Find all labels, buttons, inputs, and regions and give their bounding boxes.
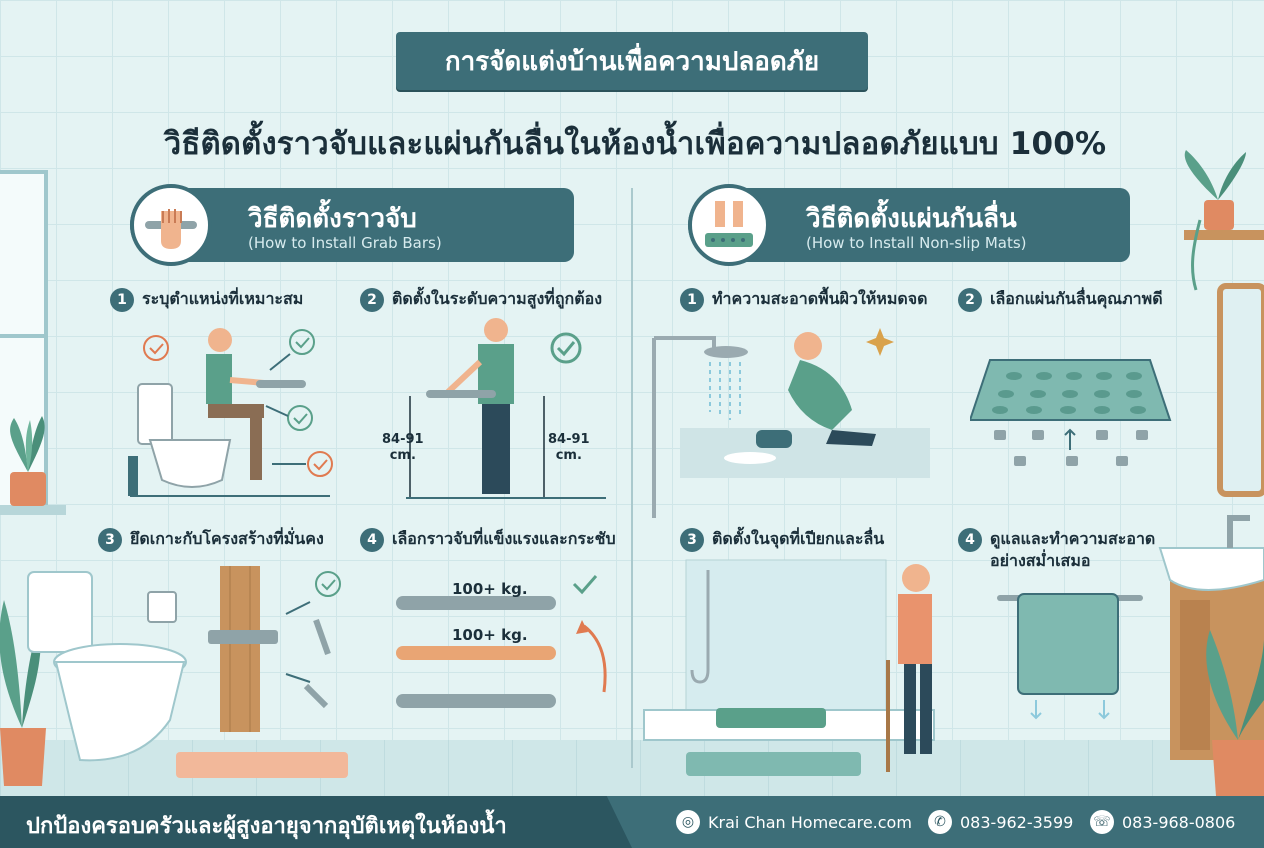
load-label-2: 100+ kg. <box>452 626 528 644</box>
footer-slogan: ปกป้องครอบครัวและผู้สูงอายุจากอุบัติเหตุ… <box>26 814 507 839</box>
step-number: 2 <box>360 288 384 312</box>
mat-step3-illustration <box>643 559 935 776</box>
step3-illustration <box>147 566 341 732</box>
mat-title: วิธีติดตั้งแผ่นกันลื่น <box>806 204 1017 234</box>
step-number: 4 <box>360 528 384 552</box>
mat-step-1: 1 ทำความสะอาดพื้นผิวให้หมดจด <box>680 288 928 312</box>
line-contact[interactable]: ☏ 083-968-0806 <box>1090 810 1235 834</box>
mat-step1-illustration <box>652 328 930 518</box>
globe-icon: ◎ <box>676 810 700 834</box>
toilet-left-icon <box>27 571 187 762</box>
height-label-left: 84-91 cm. <box>382 432 424 463</box>
grab-bar-subtitle: (How to Install Grab Bars) <box>248 234 442 252</box>
mat-section-header: วิธีติดตั้งแผ่นกันลื่น (How to Install N… <box>688 184 1130 266</box>
mat-step-4: 4 ดูแลและทำความสะอาด อย่างสม่ำเสมอ <box>958 528 1155 572</box>
mat-step2-illustration <box>970 359 1172 466</box>
height-label-right: 84-91 cm. <box>548 432 590 463</box>
step1-illustration <box>128 328 333 497</box>
step-number: 2 <box>958 288 982 312</box>
step-number: 3 <box>680 528 704 552</box>
grab-step-4: 4 เลือกราวจับที่แข็งแรงและกระชับ <box>360 528 616 552</box>
phone-icon: ✆ <box>928 810 952 834</box>
mat-step4-illustration <box>997 593 1143 720</box>
phone-contact[interactable]: ✆ 083-962-3599 <box>928 810 1073 834</box>
step-number: 1 <box>680 288 704 312</box>
window-sill <box>0 505 66 515</box>
load-label-1: 100+ kg. <box>452 580 528 598</box>
step2-illustration <box>406 318 606 499</box>
phone-text: 083-962-3599 <box>960 812 1074 832</box>
mat-step-3: 3 ติดตั้งในจุดที่เปียกและลื่น <box>680 528 884 552</box>
grab-step-3: 3 ยึดเกาะกับโครงสร้างที่มั่นคง <box>98 528 324 552</box>
shelf-plant-icon <box>1184 150 1264 291</box>
grab-bar-title: วิธีติดตั้งราวจับ <box>248 204 417 234</box>
step-text: เลือกราวจับที่แข็งแรงและกระชับ <box>392 529 616 548</box>
grab-step-2: 2 ติดตั้งในระดับความสูงที่ถูกต้อง <box>360 288 602 312</box>
step-text: ระบุตำแหน่งที่เหมาะสม <box>142 289 304 308</box>
step4-illustration <box>396 575 607 708</box>
feet-on-mat-icon <box>688 184 770 266</box>
whatsapp-icon: ☏ <box>1090 810 1114 834</box>
step-number: 4 <box>958 528 982 552</box>
website-text: Krai Chan Homecare.com <box>708 812 912 832</box>
footer: ปกป้องครอบครัวและผู้สูงอายุจากอุบัติเหตุ… <box>0 796 1264 848</box>
mirror <box>1217 283 1264 497</box>
step-text: ดูแลและทำความสะอาด อย่างสม่ำเสมอ <box>990 529 1156 570</box>
grab-bar-section-header: วิธีติดตั้งราวจับ (How to Install Grab B… <box>130 184 574 266</box>
website-contact[interactable]: ◎ Krai Chan Homecare.com <box>676 810 912 834</box>
step-number: 1 <box>110 288 134 312</box>
step-text: ติดตั้งในจุดที่เปียกและลื่น <box>712 529 885 548</box>
slogan-box <box>0 796 632 848</box>
mat-subtitle: (How to Install Non-slip Mats) <box>806 234 1027 252</box>
step-text: เลือกแผ่นกันลื่นคุณภาพดี <box>990 289 1163 308</box>
floor-plant-right-icon <box>1206 630 1264 796</box>
step-text: ติดตั้งในระดับความสูงที่ถูกต้อง <box>392 289 602 308</box>
step-text: ทำความสะอาดพื้นผิวให้หมดจด <box>712 289 928 308</box>
hand-grab-bar-icon <box>130 184 212 266</box>
top-ribbon: การจัดแต่งบ้านเพื่อความปลอดภัย <box>396 32 868 90</box>
mat-step-2: 2 เลือกแผ่นกันลื่นคุณภาพดี <box>958 288 1163 312</box>
bath-mat-left <box>176 752 348 778</box>
step-number: 3 <box>98 528 122 552</box>
page-title: วิธีติดตั้งราวจับและแผ่นกันลื่นในห้องน้ำ… <box>163 126 1107 162</box>
center-divider <box>631 188 633 768</box>
sill-plant-icon <box>10 416 46 506</box>
line-text: 083-968-0806 <box>1122 812 1236 832</box>
grab-step-1: 1 ระบุตำแหน่งที่เหมาะสม <box>110 288 303 312</box>
step-text: ยึดเกาะกับโครงสร้างที่มั่นคง <box>130 529 324 548</box>
